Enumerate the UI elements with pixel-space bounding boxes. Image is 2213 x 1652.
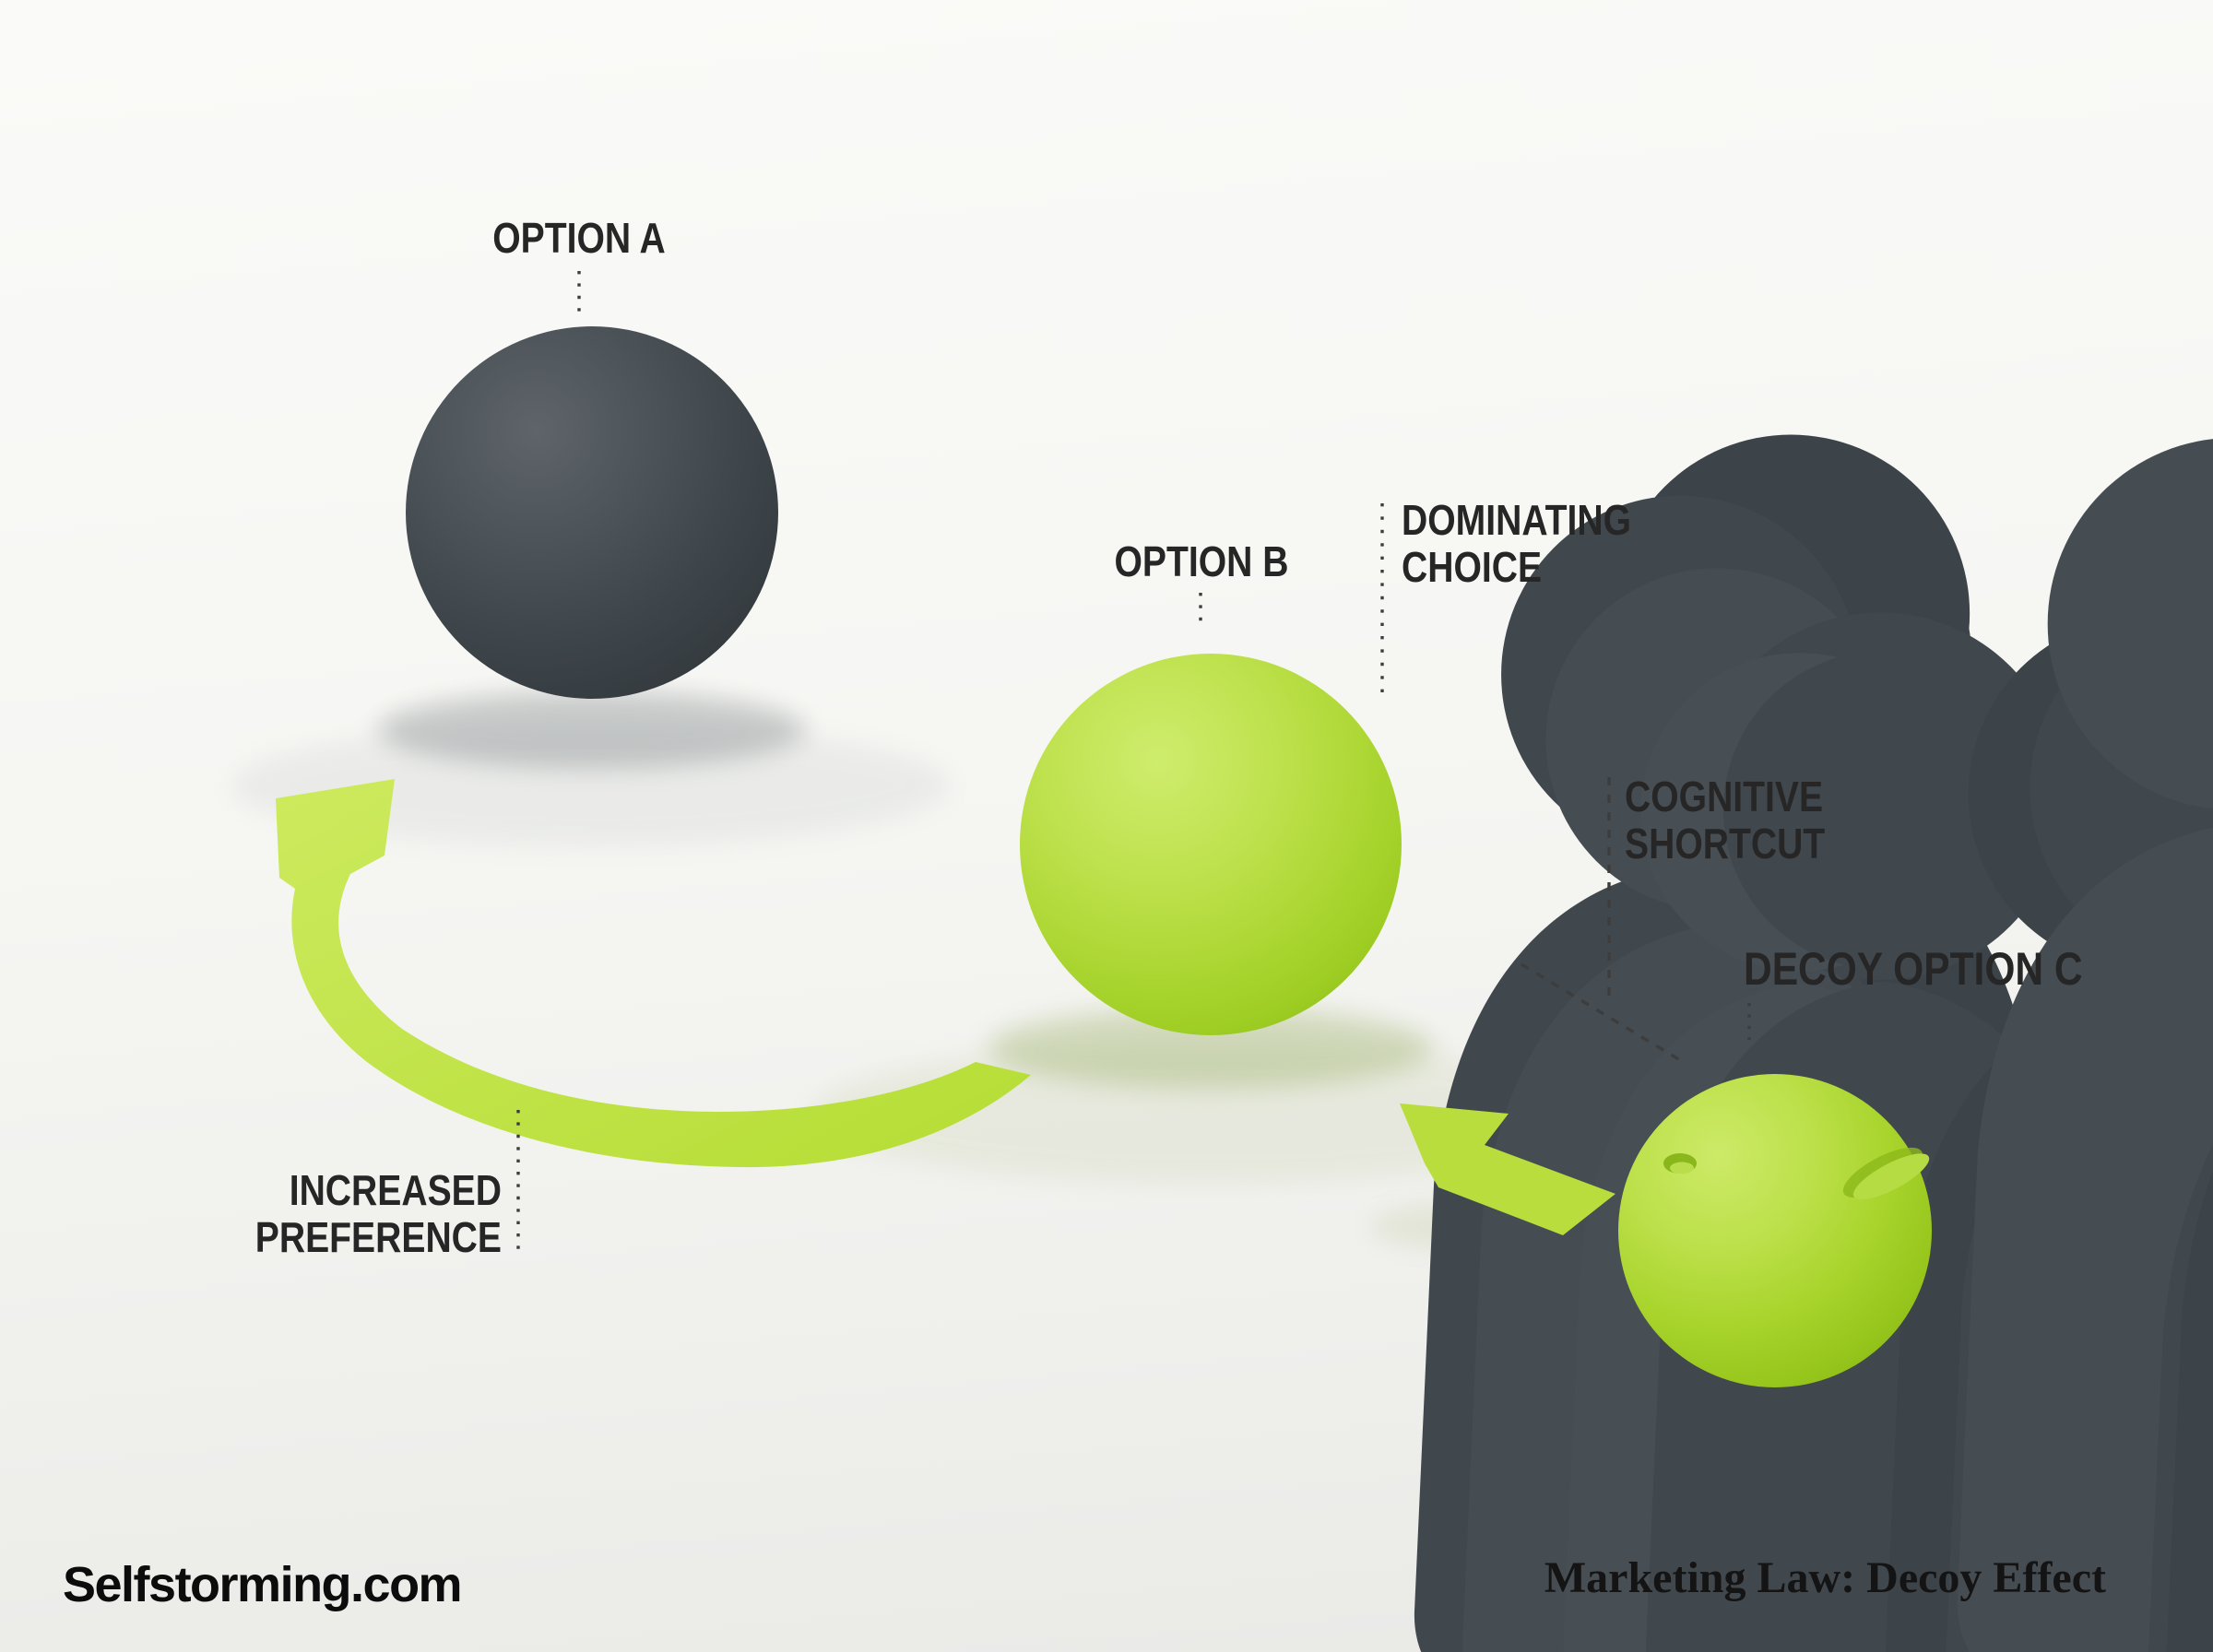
option-a-sphere (406, 326, 778, 699)
caption-title: Marketing Law: Decoy Effect (1544, 1553, 2106, 1602)
decoy-option-c-label: DECOY OPTION C (1744, 943, 2083, 995)
cognitive-shortcut-label: COGNITIVE SHORTCUT (1625, 773, 1826, 867)
option-a-label: OPTION A (492, 214, 666, 262)
increased-preference-label: INCREASED PREFERENCE (254, 1166, 502, 1261)
decoy-sphere-crease (1842, 1147, 1930, 1200)
increased-preference-arrow (276, 779, 1031, 1168)
option-b-sphere (1020, 654, 1402, 1035)
option-b-label: OPTION B (1114, 537, 1289, 585)
decoy-sphere (1618, 1074, 1932, 1387)
decoy-nudge-arrow (1400, 1103, 1615, 1235)
dominating-choice-label: DOMINATING CHOICE (1402, 496, 1632, 591)
brand-logo-text: Selfstorming.com (63, 1557, 463, 1612)
option-a-figures (1414, 435, 2213, 1652)
cognitive-diagonal-leader-line (1521, 962, 1681, 1062)
leader-lines (516, 271, 1751, 1257)
